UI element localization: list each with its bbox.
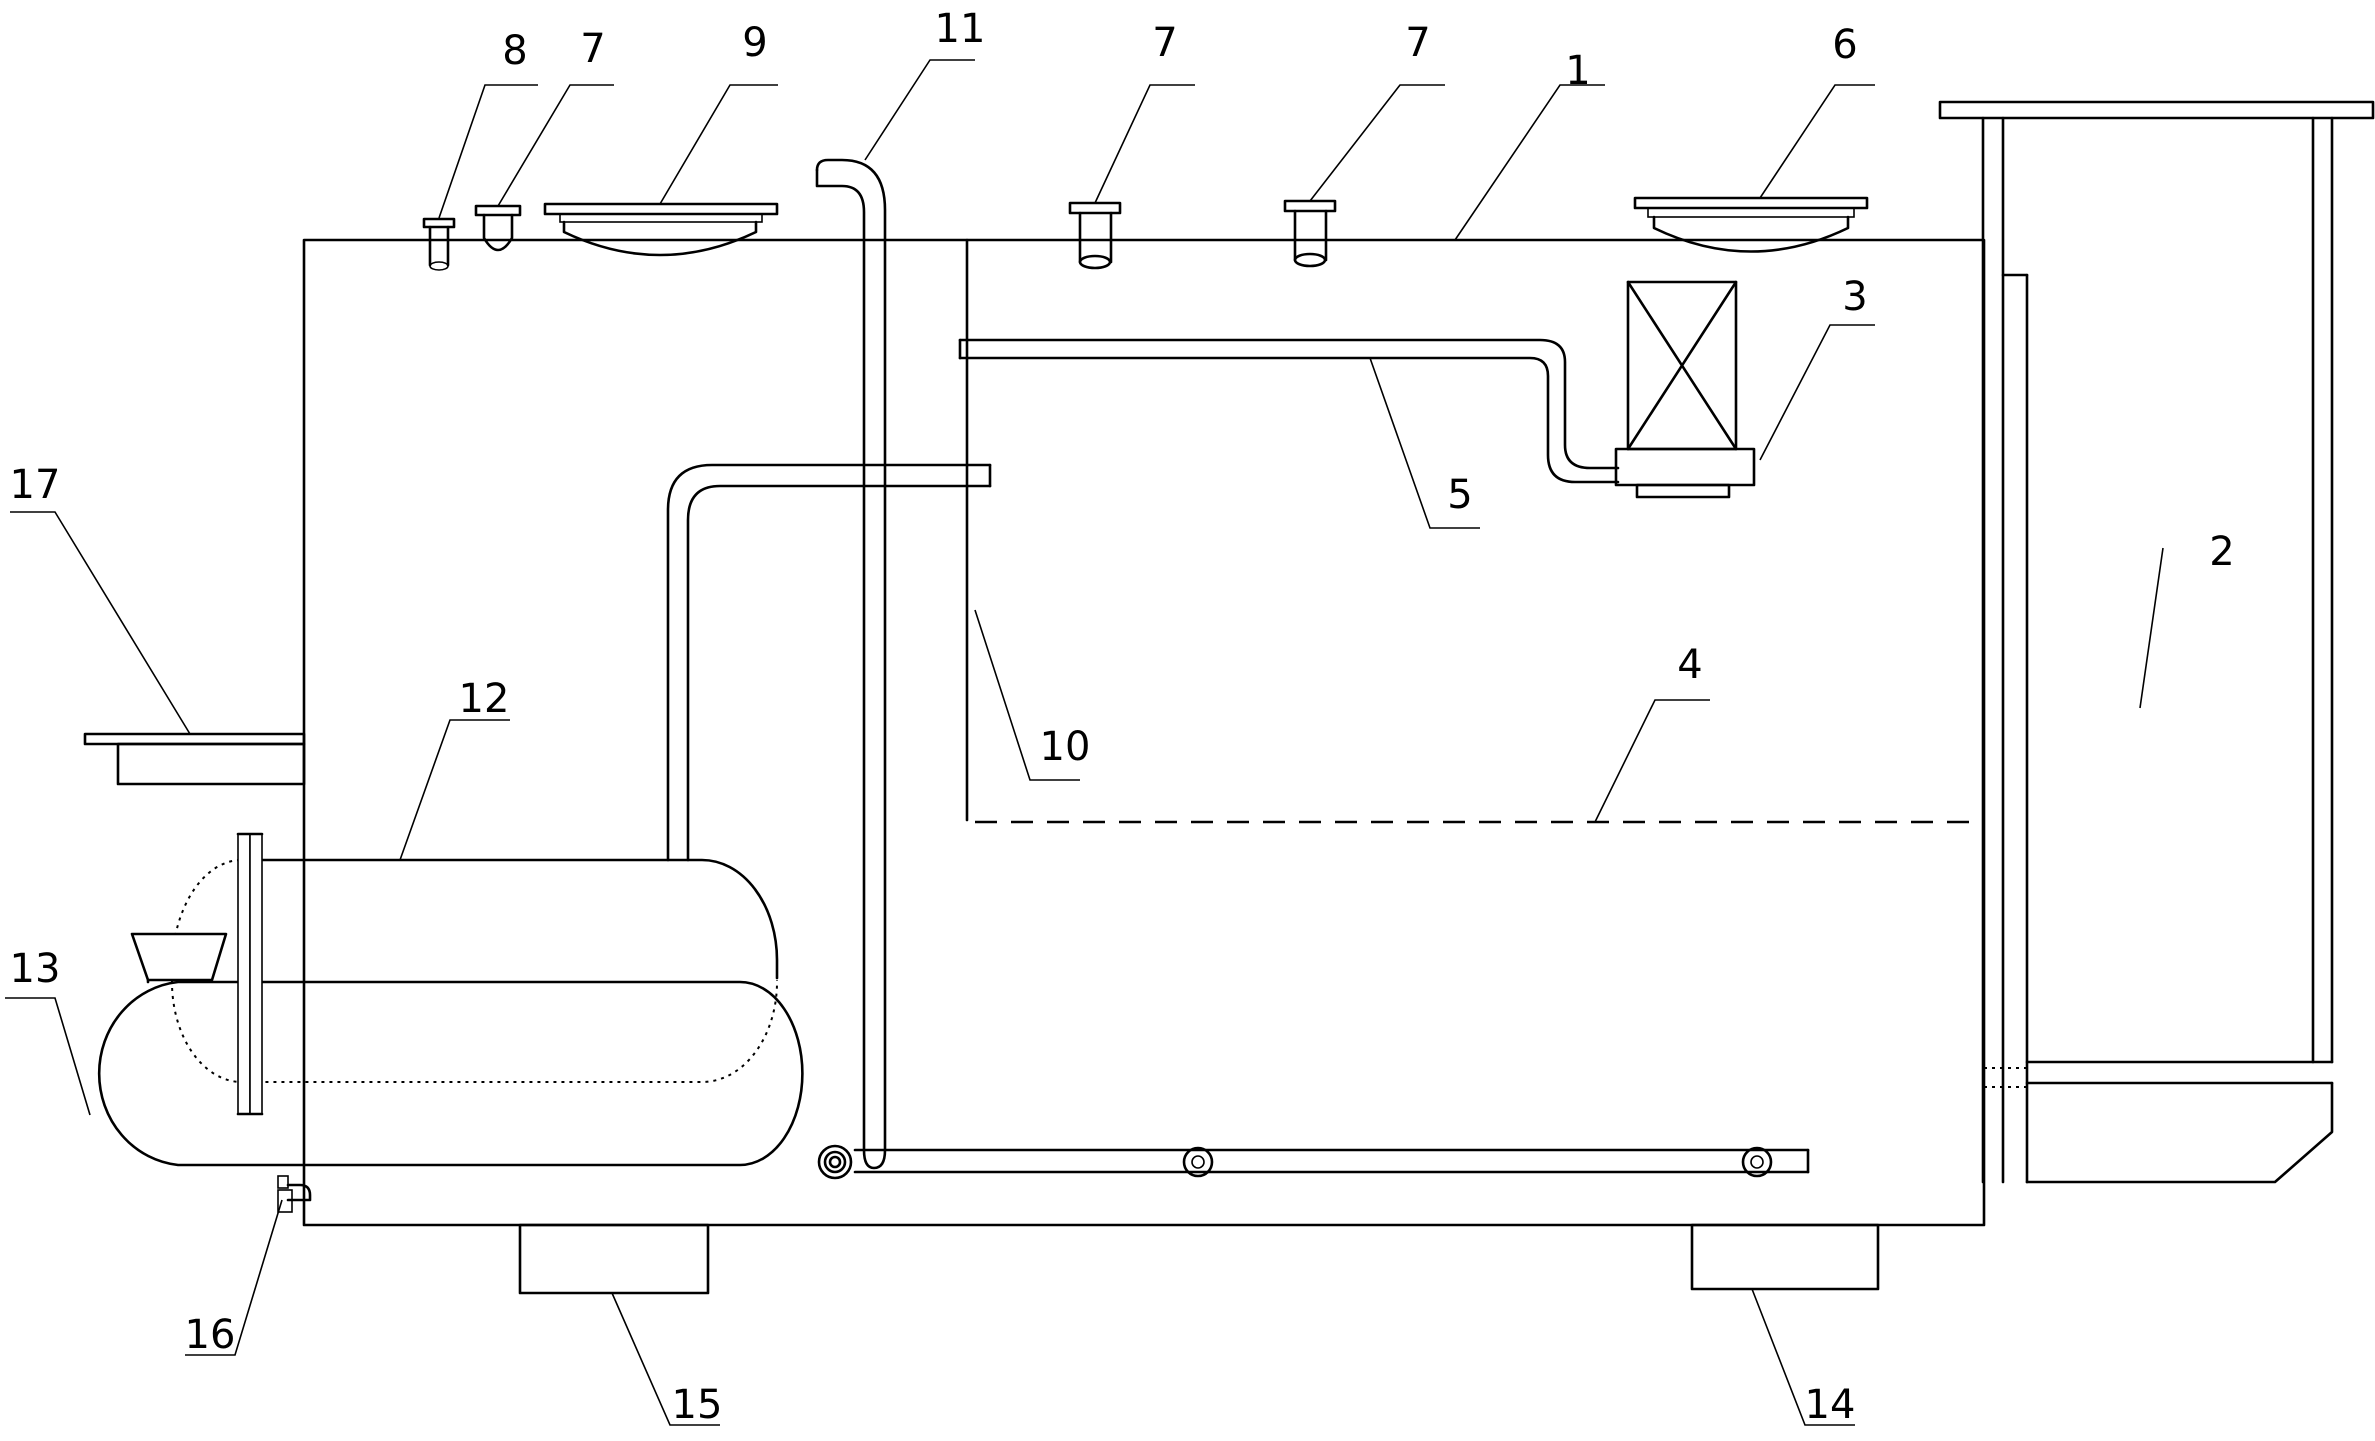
valve-16 [277, 1175, 312, 1213]
tray-17 [83, 732, 306, 786]
label-4: 4 [1677, 642, 1702, 688]
label-1: 1 [1565, 48, 1590, 94]
label-2: 2 [2209, 529, 2234, 575]
label-6: 6 [1832, 22, 1857, 68]
label-7-mid: 7 [1152, 20, 1177, 66]
label-10: 10 [1040, 724, 1091, 770]
main-tank [302, 238, 1986, 1227]
top-nozzle-7-mid [1068, 201, 1122, 270]
vessel-13 [97, 980, 804, 1167]
label-13: 13 [10, 946, 61, 992]
label-15: 15 [672, 1382, 723, 1428]
label-8: 8 [502, 28, 527, 74]
label-12: 12 [459, 676, 510, 722]
label-17: 17 [10, 462, 61, 508]
probe-rods [236, 832, 264, 1116]
top-nozzle-7-right [1283, 199, 1337, 268]
label-5: 5 [1447, 472, 1472, 518]
foot-14 [1690, 1223, 1880, 1291]
label-7-right: 7 [1405, 20, 1430, 66]
foot-15 [518, 1223, 710, 1295]
label-3: 3 [1842, 274, 1867, 320]
inlet-pipe [666, 463, 992, 862]
top-nozzle-7-left [474, 204, 522, 252]
manhole-6 [1633, 196, 1869, 253]
label-16: 16 [185, 1312, 236, 1358]
unit-3 [1614, 280, 1756, 499]
label-9: 9 [742, 20, 767, 66]
manhole-9 [543, 202, 779, 257]
label-11: 11 [935, 6, 986, 52]
label-14: 14 [1805, 1382, 1856, 1428]
leader-lines [5, 59, 2164, 1426]
bottom-pipe [817, 1144, 1810, 1180]
pipe-11 [815, 158, 887, 1170]
labels: 8 7 9 11 7 7 1 6 3 5 2 4 10 12 17 13 16 … [10, 6, 2235, 1428]
funnel [130, 932, 228, 984]
label-7-left: 7 [580, 26, 605, 72]
vessel-12 [170, 858, 779, 1083]
pipe-5 [958, 338, 1620, 484]
side-housing [1938, 100, 2375, 1184]
top-nozzle-8 [422, 217, 456, 271]
